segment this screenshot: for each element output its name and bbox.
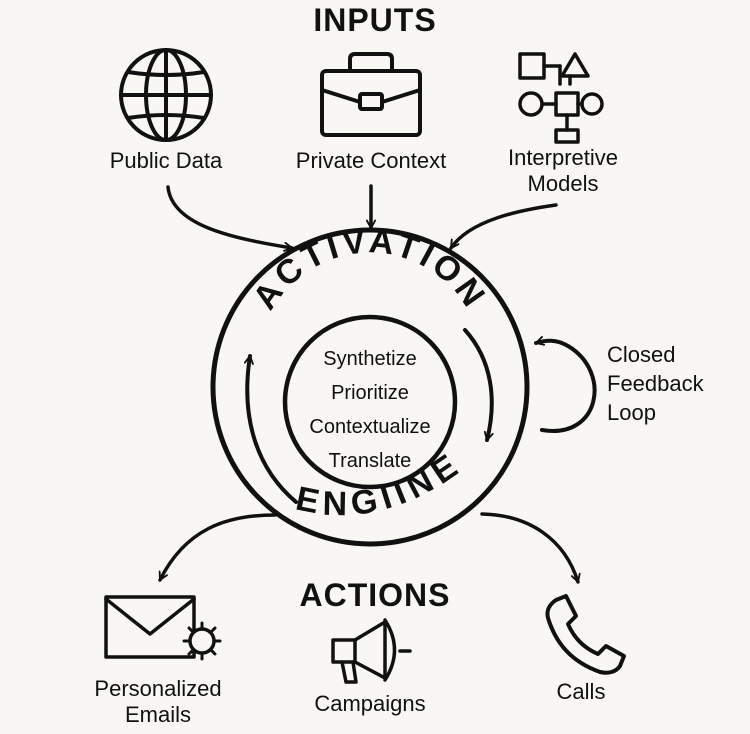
feedback-line: Feedback xyxy=(607,371,704,396)
input-label-interpretive-models: Interpretive Models xyxy=(463,145,663,197)
phone-icon xyxy=(545,594,626,675)
action-label-line: Emails xyxy=(124,702,191,727)
flowchart-icon xyxy=(518,52,604,144)
step-prioritize: Prioritize xyxy=(331,382,409,404)
briefcase-icon xyxy=(320,52,422,137)
action-label-personalized-emails: Personalized Emails xyxy=(58,676,258,728)
inputs-heading: INPUTS xyxy=(313,2,437,38)
step-contextualize: Contextualize xyxy=(309,416,431,438)
curved-arrow-icon xyxy=(534,341,597,433)
input-label-public-data: Public Data xyxy=(109,148,223,173)
action-label-campaigns: Campaigns xyxy=(314,691,426,716)
globe-icon xyxy=(119,48,213,142)
input-label-line: Models xyxy=(527,171,599,196)
feedback-line: Loop xyxy=(607,400,656,425)
megaphone-icon xyxy=(331,618,412,684)
feedback-loop-label: Closed Feedback Loop xyxy=(607,340,704,427)
engine-top-text: ACTIVATION xyxy=(246,222,495,316)
step-synthetize: Synthetize xyxy=(323,348,417,370)
action-label-line: Personalized xyxy=(94,676,222,701)
action-label-calls: Calls xyxy=(556,679,606,704)
envelope-icon xyxy=(104,595,222,661)
step-translate: Translate xyxy=(328,450,412,472)
engine-ring xyxy=(210,227,530,547)
input-label-private-context: Private Context xyxy=(295,148,447,173)
engine-steps: Synthetize Prioritize Contextualize Tran… xyxy=(285,342,455,478)
feedback-line: Closed xyxy=(607,342,676,367)
actions-heading: ACTIONS xyxy=(299,577,451,613)
input-label-line: Interpretive xyxy=(507,145,619,170)
